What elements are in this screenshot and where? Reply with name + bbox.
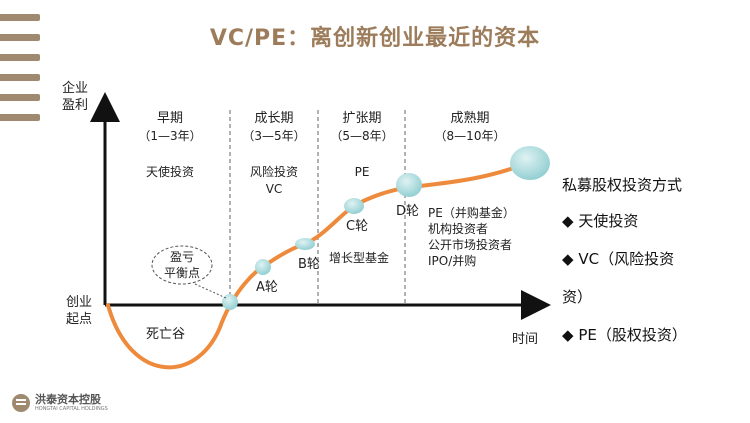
stage-investor: 风险投资: [250, 164, 298, 179]
logo-subtext: HONGTAI CAPITAL HOLDINGS: [35, 406, 108, 412]
side-item: ◆ PE（股权投资）: [562, 324, 687, 345]
stage-years: （5—8年）: [330, 129, 393, 143]
death-valley-label: 死亡谷: [146, 327, 185, 342]
growth-fund-label: 增长型基金: [329, 250, 389, 265]
breakeven-callout: [151, 245, 213, 285]
side-item: ◆ 天使投资: [562, 210, 638, 231]
stage-name: 成熟期: [450, 110, 489, 126]
stage-name: 早期: [157, 111, 183, 126]
mature-bubble: [510, 146, 550, 180]
mature-investor-4: IPO/并购: [428, 253, 476, 268]
y-axis-label-2: 盈利: [62, 98, 88, 113]
stage-years: （8—10年）: [435, 129, 506, 143]
breakeven-pointer: [194, 283, 227, 299]
stage-name: 扩张期: [342, 111, 381, 126]
origin-label-2: 起点: [66, 312, 92, 327]
side-item-label: PE（股权投资）: [578, 326, 687, 344]
round-a-bubble: [255, 259, 271, 275]
stage-years: （1—3年）: [138, 129, 201, 143]
page-title: VC/PE：离创新创业最近的资本: [209, 26, 541, 51]
stage-name: 成长期: [254, 111, 293, 126]
side-item-continued: 资）: [562, 288, 593, 306]
side-item-label: VC（风险投资: [578, 250, 675, 268]
side-item: ◆ VC（风险投资: [562, 248, 674, 269]
round-d-label: D轮: [396, 204, 419, 219]
stage-investor: VC: [266, 182, 283, 196]
company-logo: 洪泰资本控股 HONGTAI CAPITAL HOLDINGS: [12, 394, 108, 412]
decorative-stripes: [0, 14, 40, 134]
stage-investor: PE: [355, 165, 370, 179]
stage-investor: 天使投资: [146, 164, 194, 179]
x-axis-label: 时间: [512, 332, 538, 347]
mature-investor-3: 公开市场投资者: [428, 237, 512, 252]
logo-icon: [12, 394, 30, 412]
mature-investor-2: 机构投资者: [428, 221, 488, 236]
bullet-icon: ◆: [562, 250, 574, 268]
breakeven-label-1: 盈亏: [170, 250, 194, 264]
side-item-label: 天使投资: [578, 212, 639, 230]
round-c-bubble: [344, 198, 364, 214]
side-heading: 私募股权投资方式: [562, 176, 683, 194]
round-d-bubble: [396, 173, 422, 197]
origin-label-1: 创业: [66, 295, 92, 310]
logo-text: 洪泰资本控股: [35, 393, 101, 406]
round-b-label: B轮: [298, 257, 320, 272]
breakeven-bubble: [222, 294, 238, 310]
breakeven-label-2: 平衡点: [164, 266, 200, 280]
round-a-label: A轮: [256, 280, 278, 295]
y-axis-label-1: 企业: [62, 80, 88, 96]
stage-years: （3—5年）: [242, 129, 305, 143]
round-c-label: C轮: [346, 219, 368, 234]
mature-investor-1: PE（并购基金）: [428, 205, 515, 220]
bullet-icon: ◆: [562, 212, 574, 230]
round-b-bubble: [295, 238, 315, 250]
bullet-icon: ◆: [562, 326, 574, 344]
